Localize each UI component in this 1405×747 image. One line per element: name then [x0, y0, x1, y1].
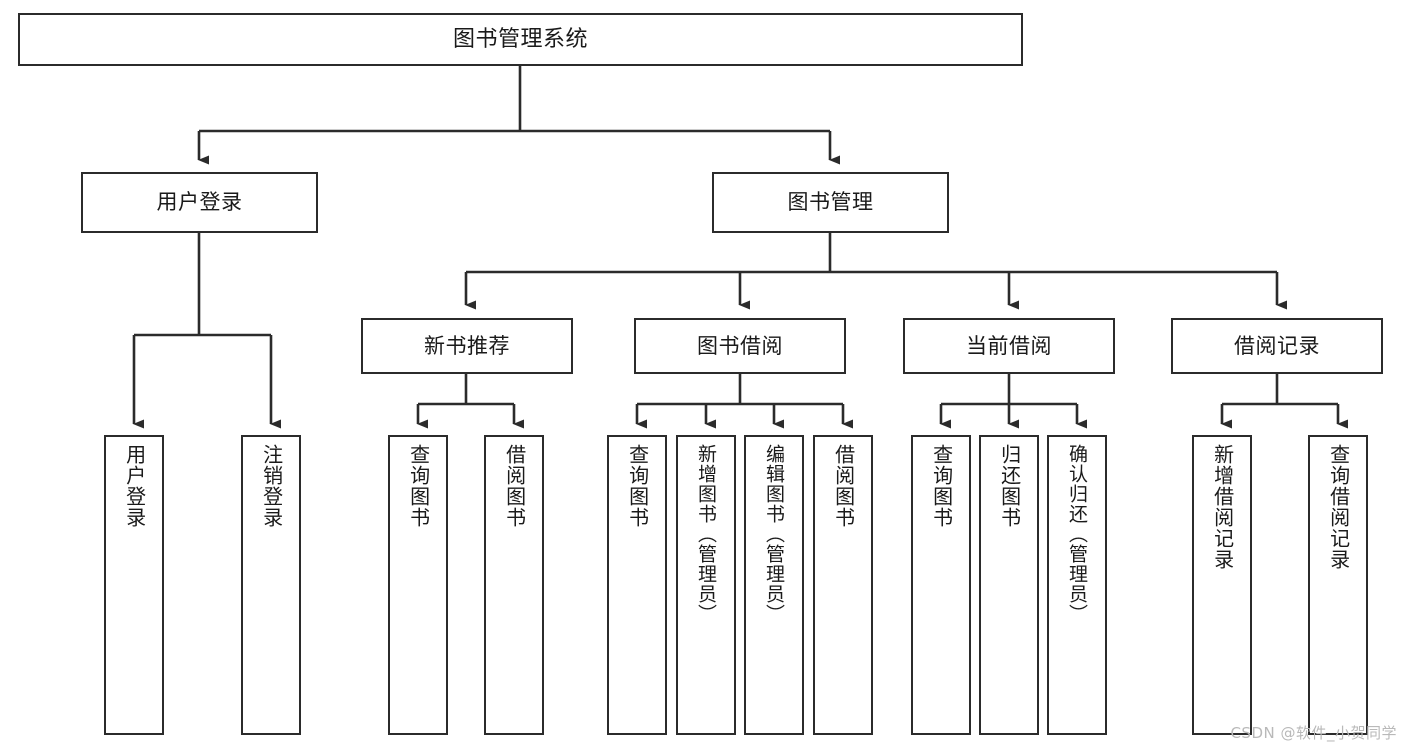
csdn-watermark: CSDN @软件_小贺同学	[1230, 724, 1397, 742]
node-label: 用户登录	[156, 190, 243, 215]
leaf-add-book-admin[interactable]: 新增图书（管理员）	[676, 435, 736, 735]
node-label: 借阅图书	[502, 444, 527, 528]
node-label: 新增借阅记录	[1210, 444, 1235, 570]
node-label: 借阅记录	[1234, 333, 1320, 358]
node-label: 新书推荐	[424, 333, 510, 358]
node-label: 用户登录	[122, 444, 147, 528]
leaf-borrow-book[interactable]: 借阅图书	[813, 435, 873, 735]
node-label: 图书管理	[787, 190, 874, 215]
node-label: 查询图书	[929, 444, 954, 528]
node-label: 查询借阅记录	[1326, 444, 1351, 570]
leaf-query-borrow-record[interactable]: 查询借阅记录	[1308, 435, 1368, 735]
node-new-book-recommend[interactable]: 新书推荐	[361, 318, 573, 374]
node-current-borrow[interactable]: 当前借阅	[903, 318, 1115, 374]
node-label: 查询图书	[406, 444, 431, 528]
node-label: 查询图书	[625, 444, 650, 528]
node-user-login[interactable]: 用户登录	[81, 172, 318, 233]
leaf-confirm-return-admin[interactable]: 确认归还（管理员）	[1047, 435, 1107, 735]
leaf-query-book-borrow[interactable]: 查询图书	[607, 435, 667, 735]
leaf-borrow-book-recommend[interactable]: 借阅图书	[484, 435, 544, 735]
node-label: 图书管理系统	[452, 26, 588, 52]
leaf-edit-book-admin[interactable]: 编辑图书（管理员）	[744, 435, 804, 735]
node-label: 新增图书（管理员）	[695, 444, 718, 624]
leaf-return-book[interactable]: 归还图书	[979, 435, 1039, 735]
node-root-system[interactable]: 图书管理系统	[18, 13, 1023, 66]
leaf-user-login[interactable]: 用户登录	[104, 435, 164, 735]
node-label: 注销登录	[259, 444, 284, 528]
node-label: 当前借阅	[966, 333, 1052, 358]
leaf-add-borrow-record[interactable]: 新增借阅记录	[1192, 435, 1252, 735]
node-label: 确认归还（管理员）	[1066, 444, 1089, 624]
leaf-logout[interactable]: 注销登录	[241, 435, 301, 735]
node-label: 归还图书	[997, 444, 1022, 528]
node-borrow-record[interactable]: 借阅记录	[1171, 318, 1383, 374]
node-label: 图书借阅	[697, 333, 783, 358]
node-book-borrow[interactable]: 图书借阅	[634, 318, 846, 374]
node-book-management[interactable]: 图书管理	[712, 172, 949, 233]
node-label: 编辑图书（管理员）	[763, 444, 786, 624]
node-label: 借阅图书	[831, 444, 856, 528]
leaf-query-book-recommend[interactable]: 查询图书	[388, 435, 448, 735]
leaf-query-book-current[interactable]: 查询图书	[911, 435, 971, 735]
